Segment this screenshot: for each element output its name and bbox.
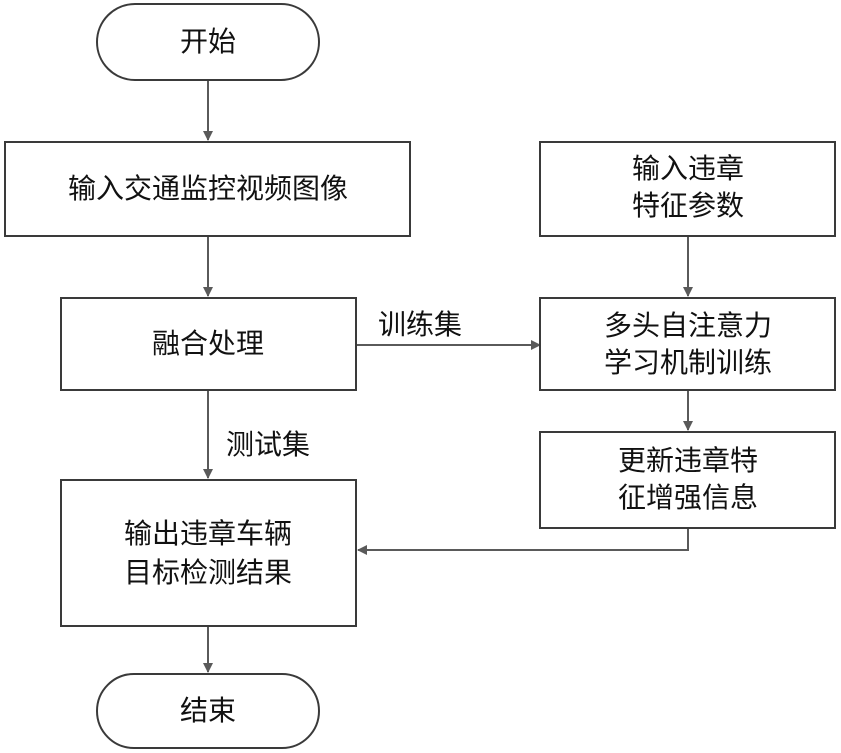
train-set-label: 训练集	[378, 308, 462, 341]
arrow-update-to-output	[357, 528, 689, 555]
end-terminal	[96, 673, 320, 749]
end-label: 结束	[180, 694, 236, 727]
test-set-label: 测试集	[226, 428, 310, 461]
input-params-box	[539, 141, 836, 237]
output-box	[60, 479, 357, 627]
fusion-label: 融合处理	[152, 327, 264, 360]
start-label: 开始	[180, 25, 236, 58]
start-terminal	[96, 3, 320, 81]
attention-box	[539, 297, 836, 391]
output-label-1: 输出违章车辆	[124, 517, 292, 550]
input-video-label: 输入交通监控视频图像	[68, 172, 348, 205]
input-video-box	[4, 141, 411, 237]
update-label-2: 征增强信息	[618, 481, 758, 514]
attention-label-2: 学习机制训练	[604, 346, 772, 379]
update-label-1: 更新违章特	[618, 444, 758, 477]
input-params-label-1: 输入违章	[632, 152, 744, 185]
fusion-box	[60, 297, 357, 391]
attention-label-1: 多头自注意力	[604, 309, 772, 342]
input-params-label-2: 特征参数	[632, 189, 744, 222]
output-label-2: 目标检测结果	[124, 556, 292, 589]
update-box	[539, 431, 836, 529]
